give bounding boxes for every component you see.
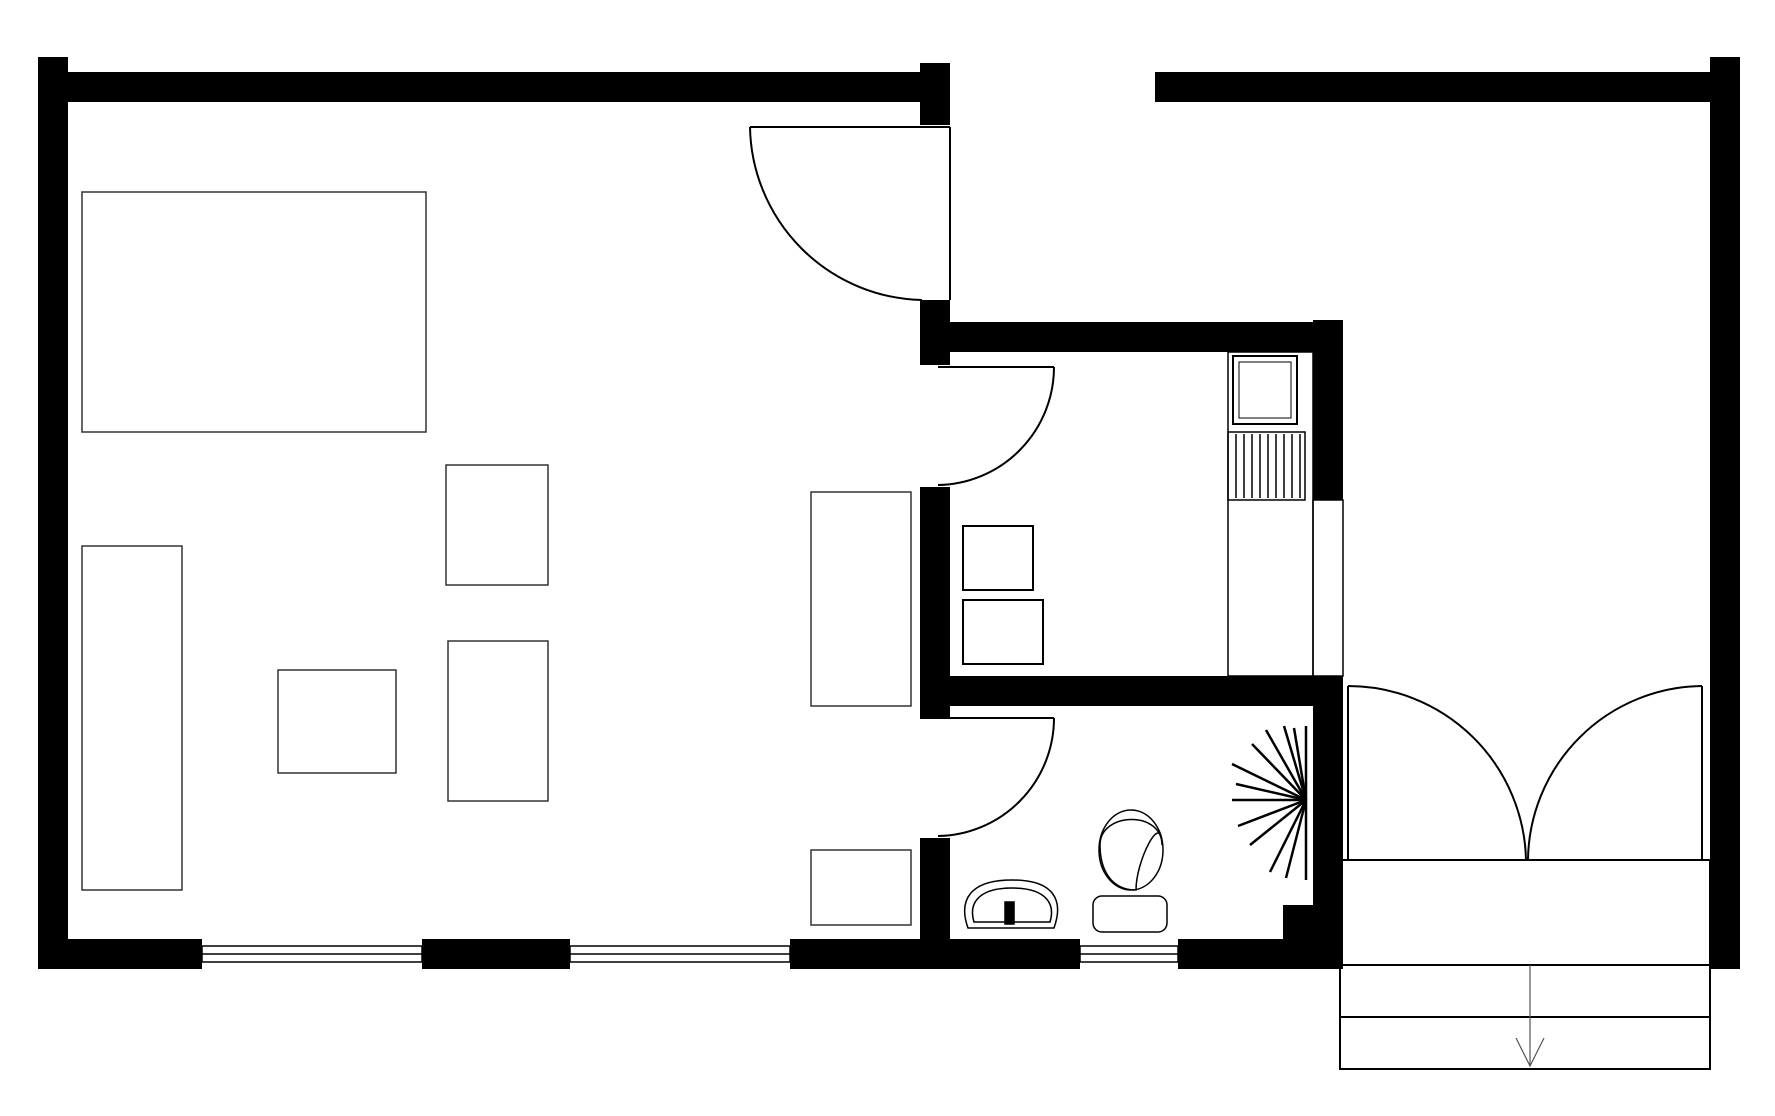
kitchen-counter-ext [1312, 499, 1344, 677]
outer-wall-bottom-1 [38, 939, 202, 969]
toilet-cistern [1092, 895, 1168, 933]
outer-wall-bottom-2 [422, 939, 570, 969]
coffee-table [277, 669, 397, 774]
sink [1232, 355, 1298, 425]
walls [38, 57, 1740, 969]
armchair-upper [445, 464, 549, 586]
bathroom-wall-corner [1283, 905, 1343, 969]
kitchen-wall-top [920, 322, 1340, 352]
toilet [1099, 818, 1163, 891]
stove-grill [1235, 434, 1301, 498]
stove [1227, 431, 1306, 501]
kitchen-bath-divider [920, 676, 1340, 706]
outer-wall-right [1710, 57, 1740, 969]
side-table [810, 849, 912, 926]
entry-door-swing [749, 126, 950, 301]
washbasin [963, 879, 1059, 929]
bathroom-door-swing [937, 717, 1055, 837]
double-door-left-swing [1347, 685, 1527, 861]
kitchen-table [962, 525, 1034, 591]
outer-wall-top-left-pier [920, 63, 950, 125]
double-door-right-swing [1527, 685, 1703, 861]
doors [749, 126, 1703, 861]
kitchen-chair [962, 599, 1044, 665]
toilet-bowl [1098, 809, 1164, 891]
windows [201, 945, 1179, 963]
stair-direction-arrow [1515, 1037, 1545, 1068]
partition-lower [920, 838, 950, 969]
bathroom-fixtures [963, 725, 1308, 933]
outer-wall-left [38, 57, 68, 969]
kitchen-wall-right-upper [1313, 320, 1343, 500]
bed [81, 191, 427, 433]
living-room-furniture [81, 191, 912, 926]
shower [1231, 725, 1308, 880]
washbasin-tap [1004, 901, 1015, 925]
stair-step-2 [1339, 1016, 1711, 1070]
kitchen-furniture [962, 351, 1344, 677]
washbasin-inner [971, 887, 1053, 923]
wardrobe [81, 545, 183, 891]
porch-stairs [1339, 859, 1711, 1070]
sofa [810, 491, 912, 707]
kitchen-door-swing [937, 366, 1055, 486]
armchair-lower [447, 640, 549, 802]
sink-basin [1238, 361, 1292, 419]
outer-wall-top-left [38, 72, 950, 102]
outer-wall-top-right [1155, 72, 1725, 102]
